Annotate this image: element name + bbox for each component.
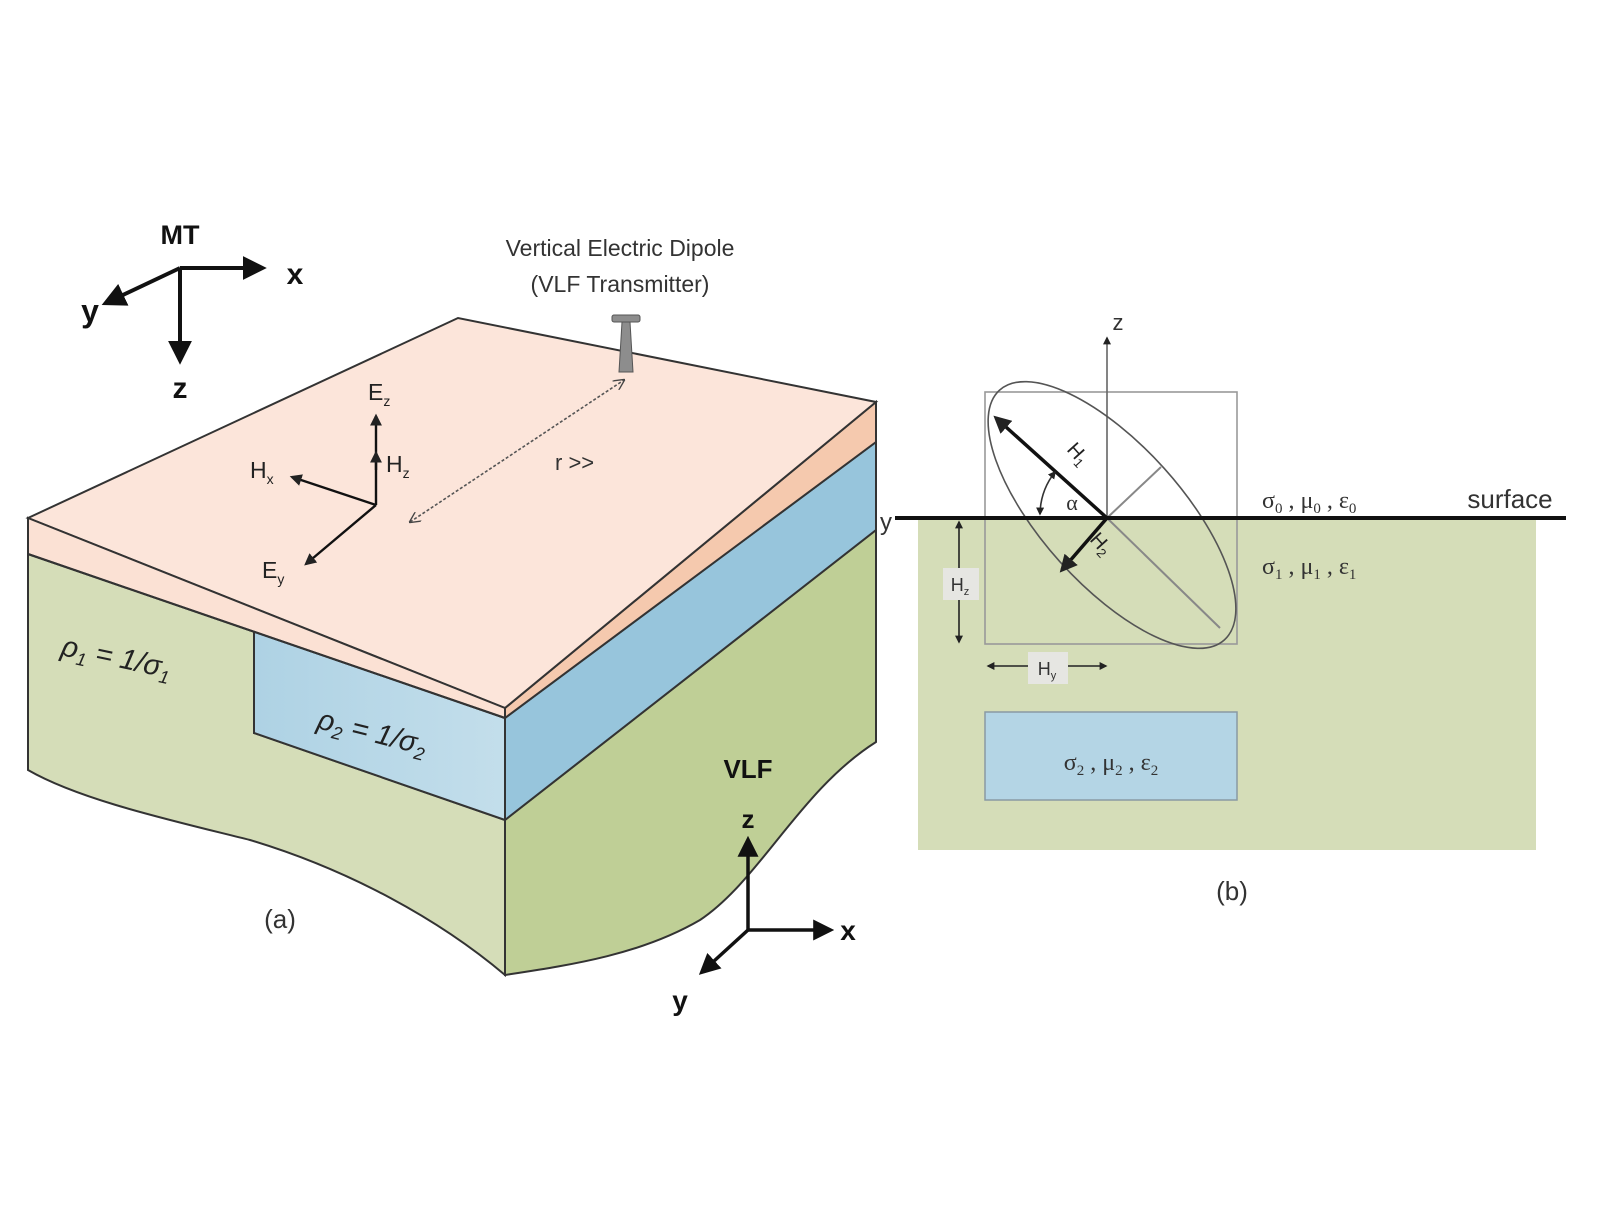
- mt-y-axis-arrow: [101, 266, 181, 306]
- major-axis-line: [1106, 517, 1221, 629]
- vlf-axes: z x y: [672, 804, 856, 1016]
- ey-arrow: [304, 504, 377, 566]
- panel-a-caption: (a): [264, 904, 296, 934]
- air-params-label: σ0 , μ0 , ε0: [1262, 488, 1356, 517]
- h1-label: H1: [1061, 439, 1093, 471]
- host-side-face: [504, 527, 877, 977]
- vlf-transmitter-icon: [611, 314, 641, 373]
- body-params-label: σ2 , μ2 , ε2: [1064, 750, 1158, 779]
- hz-label-box: [943, 568, 979, 600]
- hy-label-box: [1028, 652, 1068, 684]
- hx-arrow: [289, 474, 377, 507]
- hz-dimension-label: Hz: [951, 575, 970, 598]
- host-front-face: [27, 552, 506, 978]
- h2-arrow: [1059, 516, 1109, 573]
- transmitter-label-line1: Vertical Electric Dipole: [506, 235, 735, 261]
- transmitter-label-line2: (VLF Transmitter): [531, 271, 710, 297]
- mt-x-label: x: [287, 258, 304, 291]
- alpha-angle-arc: [1036, 470, 1056, 516]
- ey-label: Ey: [262, 557, 284, 587]
- alpha-label: α: [1066, 490, 1078, 515]
- conductive-body: [984, 711, 1238, 801]
- hy-dimension-label: Hy: [1038, 659, 1057, 682]
- y-axis-label: y: [880, 509, 892, 536]
- field-vectors: Ez Hz Hx Ey: [250, 379, 410, 587]
- mt-title: MT: [161, 220, 200, 250]
- hz-label: Hz: [386, 451, 410, 481]
- vlf-z-label: z: [742, 804, 755, 834]
- ground-params-label: σ1 , μ1 , ε1: [1262, 554, 1356, 583]
- mt-y-label: y: [81, 293, 99, 329]
- vlf-y-axis-arrow: [698, 928, 750, 975]
- minor-axis-line: [1106, 466, 1162, 519]
- mt-axes: MT x y z: [81, 220, 304, 405]
- panel-b-caption: (b): [1216, 876, 1248, 906]
- vlf-y-label: y: [672, 985, 688, 1016]
- ez-label: Ez: [368, 379, 390, 409]
- distance-label: r >>: [555, 450, 594, 475]
- h1-arrow: [993, 415, 1109, 520]
- surface-label: surface: [1467, 484, 1552, 514]
- vlf-x-label: x: [840, 915, 856, 946]
- panel-b: σ2 , μ2 , ε2 z y surface H1 H2 α Hz: [880, 310, 1566, 906]
- vlf-title: VLF: [723, 754, 772, 784]
- layer-boundary-line: [27, 553, 506, 719]
- hx-label: Hx: [250, 457, 274, 487]
- mt-z-label: z: [173, 372, 188, 405]
- panel-a: MT x y z Vertical Electric Dipole (VLF T…: [25, 220, 879, 1016]
- distance-arrow: [410, 380, 624, 522]
- z-axis-label: z: [1113, 310, 1124, 335]
